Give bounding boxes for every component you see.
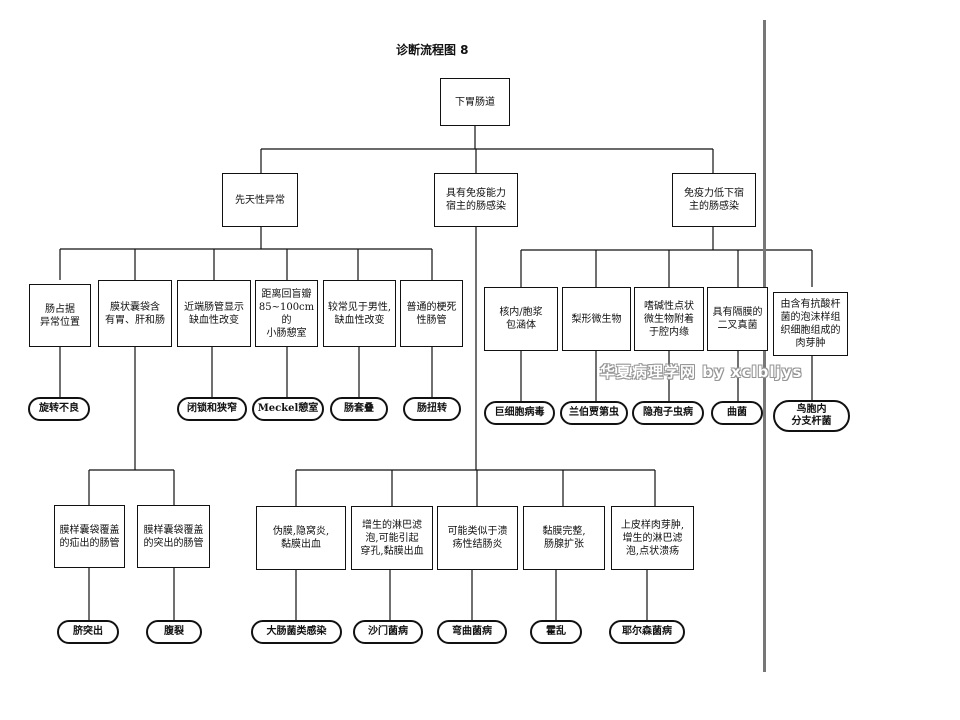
node-immunocompetent-infection: 具有免疫能力 宿主的肠感染 (434, 173, 518, 227)
node-sac-protruding-bowel: 膜样囊袋覆盖 的突出的肠管 (137, 505, 210, 568)
node-intact-mucosa: 黏膜完整, 肠腺扩张 (523, 506, 605, 570)
page-title: 诊断流程图 8 (396, 43, 469, 57)
node-immunodeficient-infection: 免疫力低下宿 主的肠感染 (672, 173, 756, 227)
dx-volvulus: 肠扭转 (403, 397, 461, 421)
dx-malrotation: 旋转不良 (28, 397, 90, 421)
dx-cholera: 霍乱 (530, 620, 582, 644)
node-infarcted-bowel: 普通的梗死 性肠管 (400, 280, 463, 347)
dx-meckel-diverticulum: Meckel憩室 (252, 397, 324, 421)
node-malposition: 肠占据 异常位置 (29, 284, 91, 347)
watermark-text: 华夏病理学网 by xclbljys (600, 363, 803, 381)
dx-enteric-bacterial-infection: 大肠菌类感染 (251, 620, 342, 644)
node-congenital-anomaly: 先天性异常 (222, 173, 298, 227)
dx-salmonellosis: 沙门菌病 (353, 620, 423, 644)
node-basophilic-organisms: 嗜碱性点状 微生物附着 于腔内缘 (634, 287, 704, 351)
node-foamy-histiocyte-granuloma: 由含有抗酸杆 菌的泡沫样组 织细胞组成的 肉芽肿 (773, 292, 848, 356)
node-epithelioid-granuloma: 上皮样肉芽肿, 增生的淋巴滤 泡,点状溃疡 (611, 506, 694, 570)
dx-cryptosporidiosis: 隐孢子虫病 (632, 401, 704, 425)
node-proximal-ischemia: 近端肠管显示 缺血性改变 (177, 280, 251, 347)
dx-campylobacteriosis: 弯曲菌病 (437, 620, 507, 644)
dx-aspergillus: 曲菌 (711, 401, 763, 425)
node-pear-shaped-organism: 梨形微生物 (562, 287, 631, 351)
node-lymphoid-hyperplasia: 增生的淋巴滤 泡,可能引起 穿孔,黏膜出血 (351, 506, 433, 570)
dx-giardia: 兰伯贾第虫 (560, 401, 628, 425)
node-ileocecal-diverticulum: 距离回盲瓣 85~100cm的 小肠憩室 (255, 280, 318, 347)
dx-cytomegalovirus: 巨细胞病毒 (484, 401, 555, 425)
dx-atresia-stenosis: 闭锁和狭窄 (177, 397, 247, 421)
node-septate-fungi: 具有隔膜的 二叉真菌 (707, 287, 768, 351)
dx-intussusception: 肠套叠 (330, 397, 388, 421)
dx-yersiniosis: 耶尔森菌病 (609, 620, 685, 644)
node-male-ischemia: 较常见于男性, 缺血性改变 (323, 280, 396, 347)
root-node: 下胃肠道 (440, 78, 510, 126)
dx-omphalocele: 脐突出 (57, 620, 119, 644)
dx-gastroschisis: 腹裂 (146, 620, 202, 644)
node-pseudomembrane: 伪膜,隐窝炎, 黏膜出血 (256, 506, 346, 570)
dx-mycobacterium-avium: 鸟胞内 分支杆菌 (773, 400, 850, 432)
node-ulcerative-colitis-like: 可能类似于溃 疡性结肠炎 (437, 506, 518, 570)
node-inclusion-bodies: 核内/胞浆 包涵体 (484, 287, 558, 351)
node-sac-herniated-bowel: 膜样囊袋覆盖 的疝出的肠管 (54, 505, 125, 568)
node-membranous-sac: 膜状囊袋含 有胃、肝和肠 (98, 280, 172, 347)
